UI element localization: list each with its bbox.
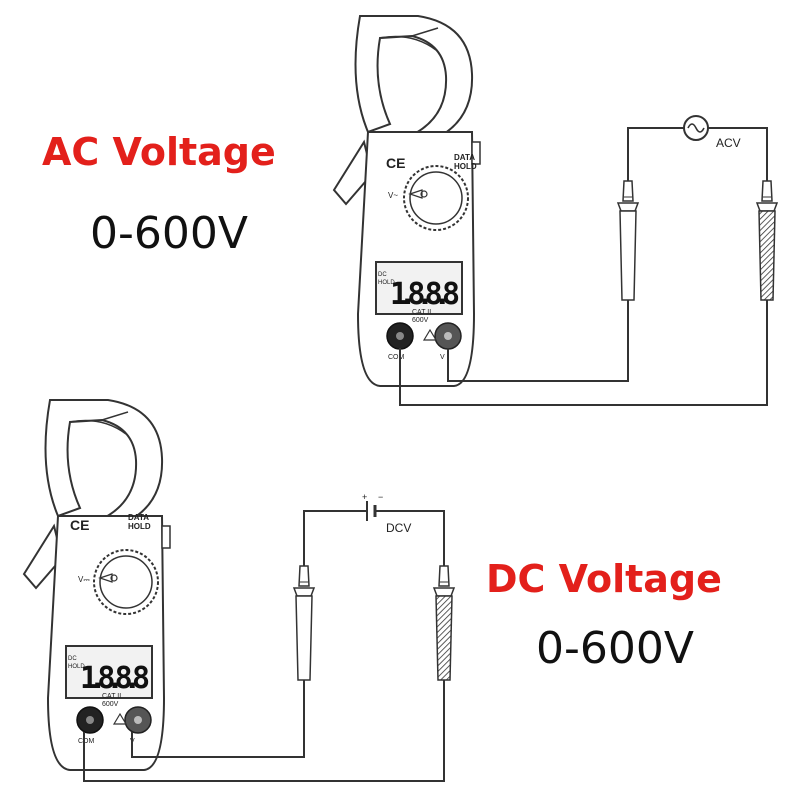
v-port-icon	[134, 716, 142, 724]
v-port-icon	[444, 332, 452, 340]
dc-plus-sign: +	[362, 492, 367, 502]
dc-range: 0-600V	[536, 623, 694, 674]
data-hold-label-1: DATA	[128, 513, 149, 522]
acv-label: ACV	[716, 136, 741, 150]
ce-mark: CE	[70, 517, 89, 533]
lcd-side-2: HOLD	[378, 280, 395, 286]
lcd-side-1: DC	[68, 656, 77, 662]
dc-heading: DC Voltage	[486, 557, 722, 601]
lcd-display: 1.8.8.8	[80, 661, 150, 696]
dc-clamp-meter: CE DATA HOLD V⎓ DC HOLD 1.8.8.8 CAT II 6…	[23, 399, 171, 771]
ac-clamp-meter: CE DATA HOLD V~ DC HOLD 1.8.8.8 CAT II 6…	[333, 15, 481, 387]
ac-probe-red	[756, 162, 778, 316]
dc-wiring	[83, 510, 445, 782]
dcv-label: DCV	[386, 521, 411, 535]
port-com-label: COM	[78, 738, 95, 745]
cat-rating-1: CAT II	[102, 693, 121, 700]
dc-probe-black	[293, 547, 315, 696]
dial-mark: V~	[388, 191, 398, 200]
cat-rating-2: 600V	[412, 317, 429, 324]
com-port-icon	[396, 332, 404, 340]
lcd-display: 1.8.8.8	[390, 277, 460, 312]
ac-range: 0-600V	[90, 208, 248, 259]
dc-minus-sign: −	[378, 492, 383, 502]
ac-probe-black	[617, 162, 639, 316]
dial-mark-dc: V⎓	[78, 575, 90, 584]
ac-heading: AC Voltage	[42, 130, 276, 174]
com-port-icon	[86, 716, 94, 724]
dc-section: DC Voltage 0-600V CE DATA HOLD V⎓ DC HOL…	[23, 399, 722, 782]
dc-probe-red	[433, 547, 455, 696]
ac-sine-icon	[683, 115, 709, 141]
data-hold-label-2: HOLD	[454, 162, 477, 171]
data-hold-label-2: HOLD	[128, 522, 151, 531]
lcd-side-2: HOLD	[68, 664, 85, 670]
data-hold-label-1: DATA	[454, 153, 475, 162]
port-v-label: V	[440, 354, 445, 361]
cat-rating-1: CAT II	[412, 309, 431, 316]
dc-battery-icon	[366, 501, 377, 521]
ac-wiring	[399, 127, 768, 406]
ac-section: AC Voltage 0-600V CE DATA HOLD V~ DC HOL…	[42, 15, 778, 406]
cat-rating-2: 600V	[102, 701, 119, 708]
ce-mark: CE	[386, 155, 405, 171]
port-com-label: COM	[388, 354, 405, 361]
lcd-side-1: DC	[378, 272, 387, 278]
